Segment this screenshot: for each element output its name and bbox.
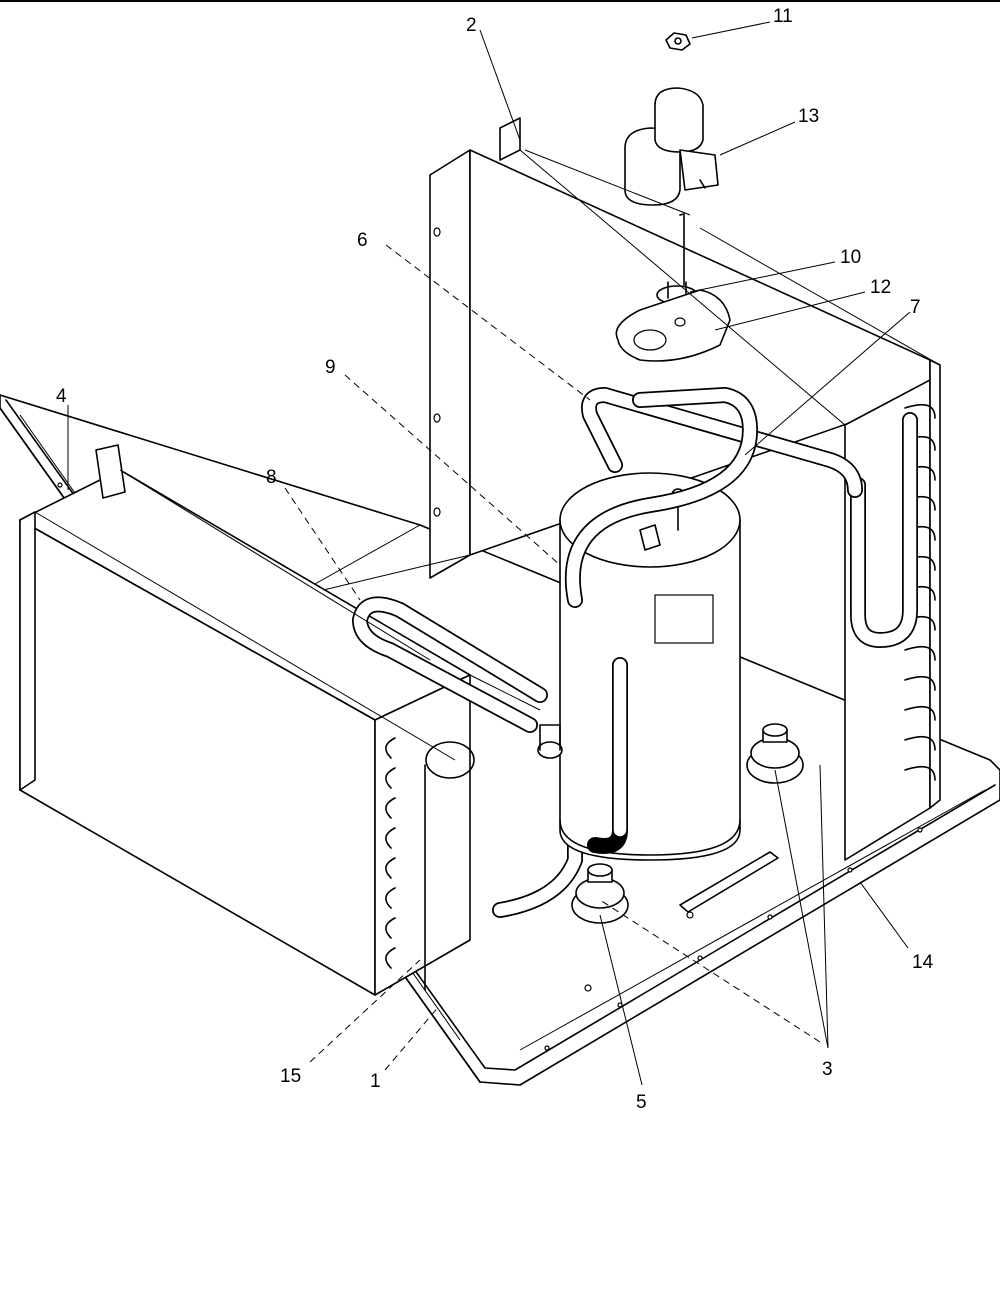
compressor-label-plate (654, 594, 714, 644)
mounting-grommets (537, 723, 804, 924)
compressor (559, 387, 758, 861)
grommet-rear (746, 723, 804, 784)
callout-12: 12 (870, 277, 891, 298)
callout-13: 13 (798, 106, 819, 127)
callout-11: 11 (773, 6, 793, 27)
callout-14: 14 (912, 952, 934, 973)
terminal-gasket (615, 289, 731, 362)
callout-labels: 11 2 13 6 10 12 7 9 4 8 14 3 15 1 5 (56, 6, 934, 1113)
callout-2: 2 (466, 15, 477, 36)
callout-9: 9 (325, 357, 336, 378)
terminal-nut (665, 32, 691, 51)
grommet-side (537, 724, 563, 759)
callout-4: 4 (56, 386, 67, 407)
callout-1: 1 (370, 1071, 381, 1092)
leader-lines (34, 21, 941, 1086)
right-coil (844, 359, 941, 861)
right-coil-return-bends (904, 403, 936, 781)
left-coil-assembly (19, 444, 475, 996)
callout-6: 6 (357, 230, 368, 251)
left-coil-return-bends (385, 737, 396, 969)
callout-5: 5 (636, 1092, 647, 1113)
terminal-cover (624, 87, 719, 206)
callout-10: 10 (840, 247, 861, 268)
callout-8: 8 (266, 467, 277, 488)
callout-7: 7 (910, 297, 921, 318)
callout-15: 15 (280, 1066, 301, 1087)
grommet-front (571, 863, 629, 924)
callout-3: 3 (822, 1059, 833, 1080)
